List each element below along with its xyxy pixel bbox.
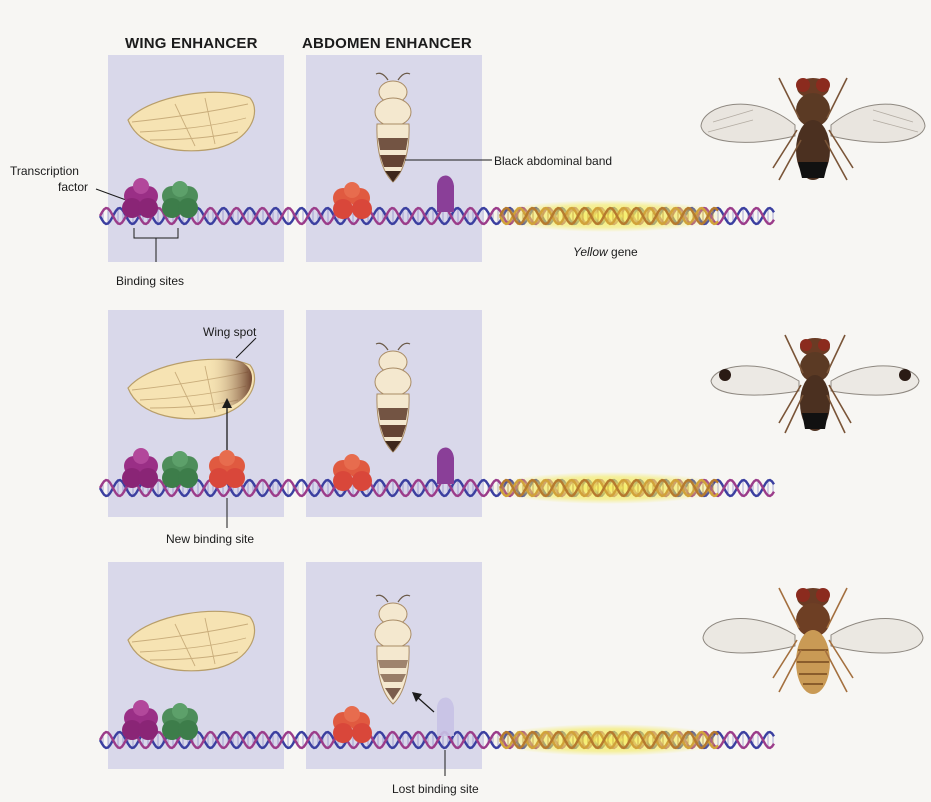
fly-spotted-wings	[711, 335, 919, 433]
abdomen-enhancer-header: ABDOMEN ENHANCER	[302, 35, 472, 52]
violet-transcription-factor	[437, 175, 454, 212]
fly-dark-abdomen	[701, 78, 925, 180]
row-wing-spot-gain: Wing spot	[100, 310, 919, 546]
yellow-gene-label: Yellow gene	[573, 245, 638, 259]
transcription-factor-label-line2: factor	[58, 180, 88, 194]
black-abdominal-band-label: Black abdominal band	[494, 154, 612, 168]
transcription-factor-label-line1: Transcription	[10, 164, 79, 178]
lost-binding-site-label: Lost binding site	[392, 782, 479, 796]
new-binding-site-label: New binding site	[166, 532, 254, 546]
faded-lost-transcription-factor	[437, 697, 454, 736]
wing-enhancer-header: WING ENHANCER	[125, 35, 258, 52]
binding-sites-label: Binding sites	[116, 274, 184, 288]
wing-spot-label: Wing spot	[203, 325, 257, 339]
row-abdomen-loss: Lost binding site	[100, 562, 923, 796]
violet-transcription-factor	[437, 447, 454, 484]
fly-pale-abdomen	[703, 588, 923, 694]
row-ancestral: Black abdominal band Transcription facto…	[10, 55, 925, 288]
